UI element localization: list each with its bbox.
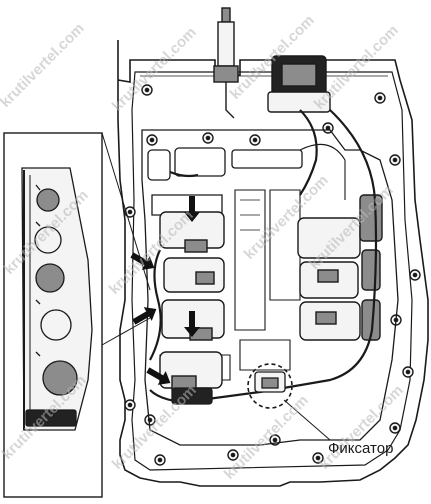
left-solenoids (159, 211, 225, 391)
arrow-marker-1 (184, 196, 200, 222)
inset-panel (3, 132, 151, 498)
inset-side-view (21, 167, 93, 431)
latch-leader-line (283, 399, 331, 441)
arrow-marker-3 (132, 307, 157, 325)
arrow-marker-4 (184, 311, 200, 337)
main-connector (267, 55, 331, 113)
latch-highlight (247, 363, 331, 441)
pointer-arrows (130, 196, 200, 385)
arrow-marker-5 (146, 367, 171, 385)
inset-leader-bottom (101, 317, 151, 346)
watermark-text: krutilvertel.com (221, 392, 312, 483)
latch-callout-label: Фиксатор (328, 440, 394, 457)
top-tube (213, 7, 239, 119)
arrow-marker-2 (130, 252, 155, 270)
watermark-text: krutilvertel.com (109, 24, 200, 115)
right-solenoids (297, 194, 383, 341)
lower-connector (171, 371, 286, 405)
latch-dashed-circle (247, 363, 293, 409)
housing-outline (117, 40, 429, 487)
watermark-text: krutilvertel.com (0, 20, 88, 111)
